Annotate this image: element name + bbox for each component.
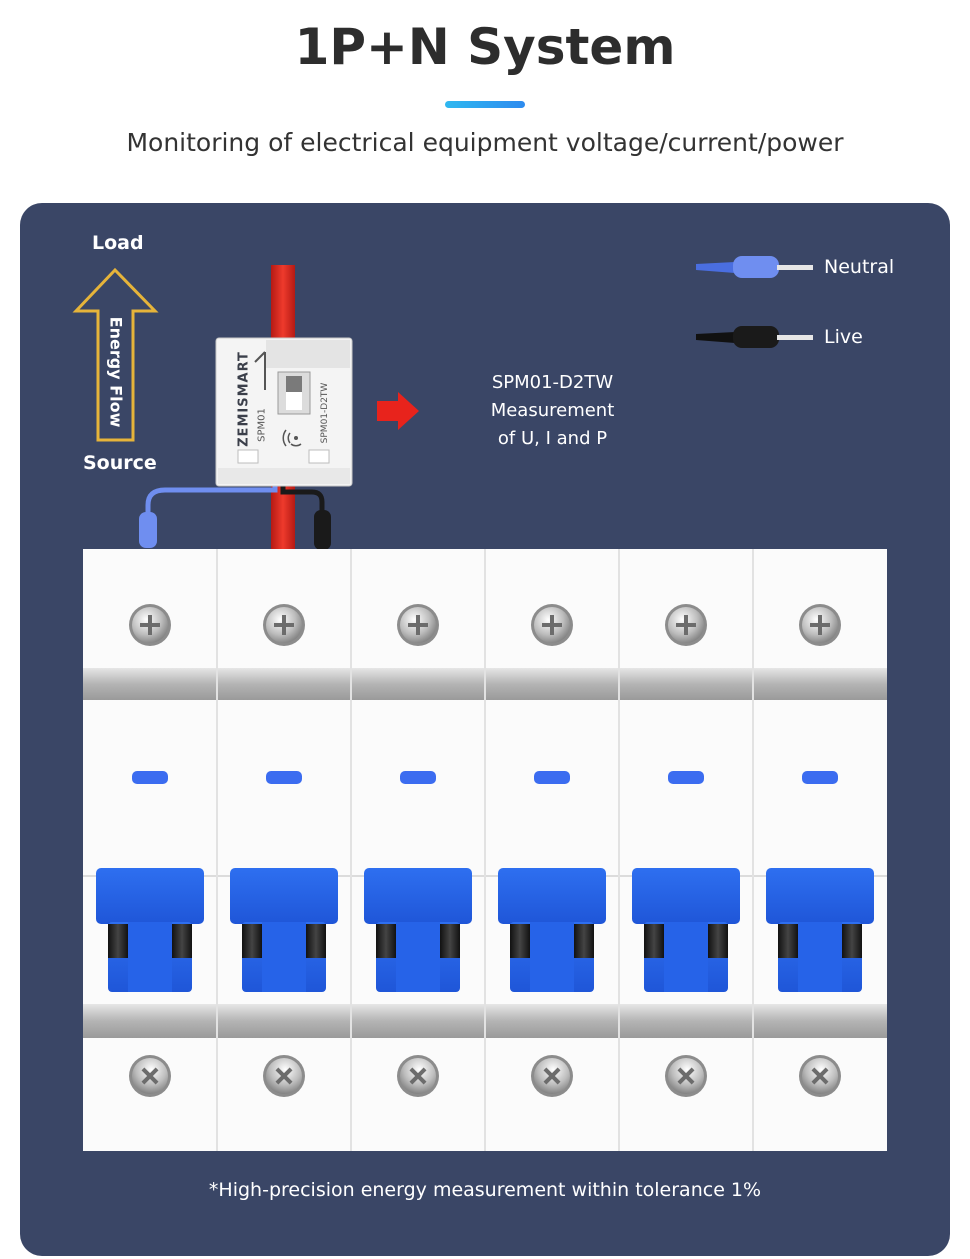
legend-live-swatch	[696, 326, 813, 348]
breaker-toggle[interactable]	[498, 868, 606, 992]
title-accent-bar	[445, 101, 525, 108]
breaker-toggle[interactable]	[632, 868, 740, 992]
source-label: Source	[83, 452, 157, 474]
screw-icon	[397, 604, 439, 646]
description-line-3: of U, I and P	[497, 428, 608, 449]
breaker-indicator	[266, 771, 302, 784]
screw-icon	[665, 604, 707, 646]
spm01-device	[215, 337, 353, 487]
breaker-module	[96, 604, 204, 1106]
breaker-indicator	[802, 771, 838, 784]
breaker-toggle[interactable]	[96, 868, 204, 992]
breaker-indicator	[132, 771, 168, 784]
breaker-module	[752, 549, 874, 1151]
breaker-module	[216, 549, 338, 1151]
device-brand: ZEMISMART	[236, 351, 252, 447]
breaker-indicator	[400, 771, 436, 784]
breaker-toggle[interactable]	[230, 868, 338, 992]
wireless-signal-icon	[282, 429, 302, 447]
breaker-module	[484, 549, 606, 1151]
page-subtitle: Monitoring of electrical equipment volta…	[126, 128, 844, 157]
device-model-full: SPM01-D2TW	[320, 382, 330, 444]
breaker-toggle[interactable]	[766, 868, 874, 992]
load-label: Load	[92, 232, 144, 254]
legend-live-label: Live	[824, 326, 863, 348]
screw-icon	[129, 604, 171, 646]
pointer-arrow-icon	[377, 392, 419, 430]
breaker-panel	[83, 549, 887, 1151]
live-wire	[280, 484, 325, 515]
legend-neutral-label: Neutral	[824, 256, 895, 278]
screw-icon	[799, 604, 841, 646]
energy-flow-label: Energy Flow	[106, 316, 126, 428]
neutral-wire	[145, 484, 278, 515]
screw-icon	[263, 604, 305, 646]
footnote: *High-precision energy measurement withi…	[208, 1179, 762, 1201]
live-ferrule-icon	[314, 510, 331, 550]
screw-icon	[531, 604, 573, 646]
breaker-toggle[interactable]	[364, 868, 472, 992]
neutral-ferrule-icon	[139, 512, 157, 548]
energy-flow-arrow-icon	[72, 267, 159, 442]
device-model: SPM01	[256, 408, 268, 442]
description-line-1: SPM01-D2TW	[491, 372, 614, 393]
breaker-indicator	[534, 771, 570, 784]
breaker-module	[350, 549, 472, 1151]
breaker-indicator	[668, 771, 704, 784]
page-title: 1P+N System	[294, 18, 676, 76]
breaker-module	[618, 549, 740, 1151]
description-line-2: Measurement	[490, 400, 615, 421]
legend-neutral-swatch	[696, 256, 813, 278]
device-description: SPM01-D2TW Measurement of U, I and P	[470, 369, 635, 453]
